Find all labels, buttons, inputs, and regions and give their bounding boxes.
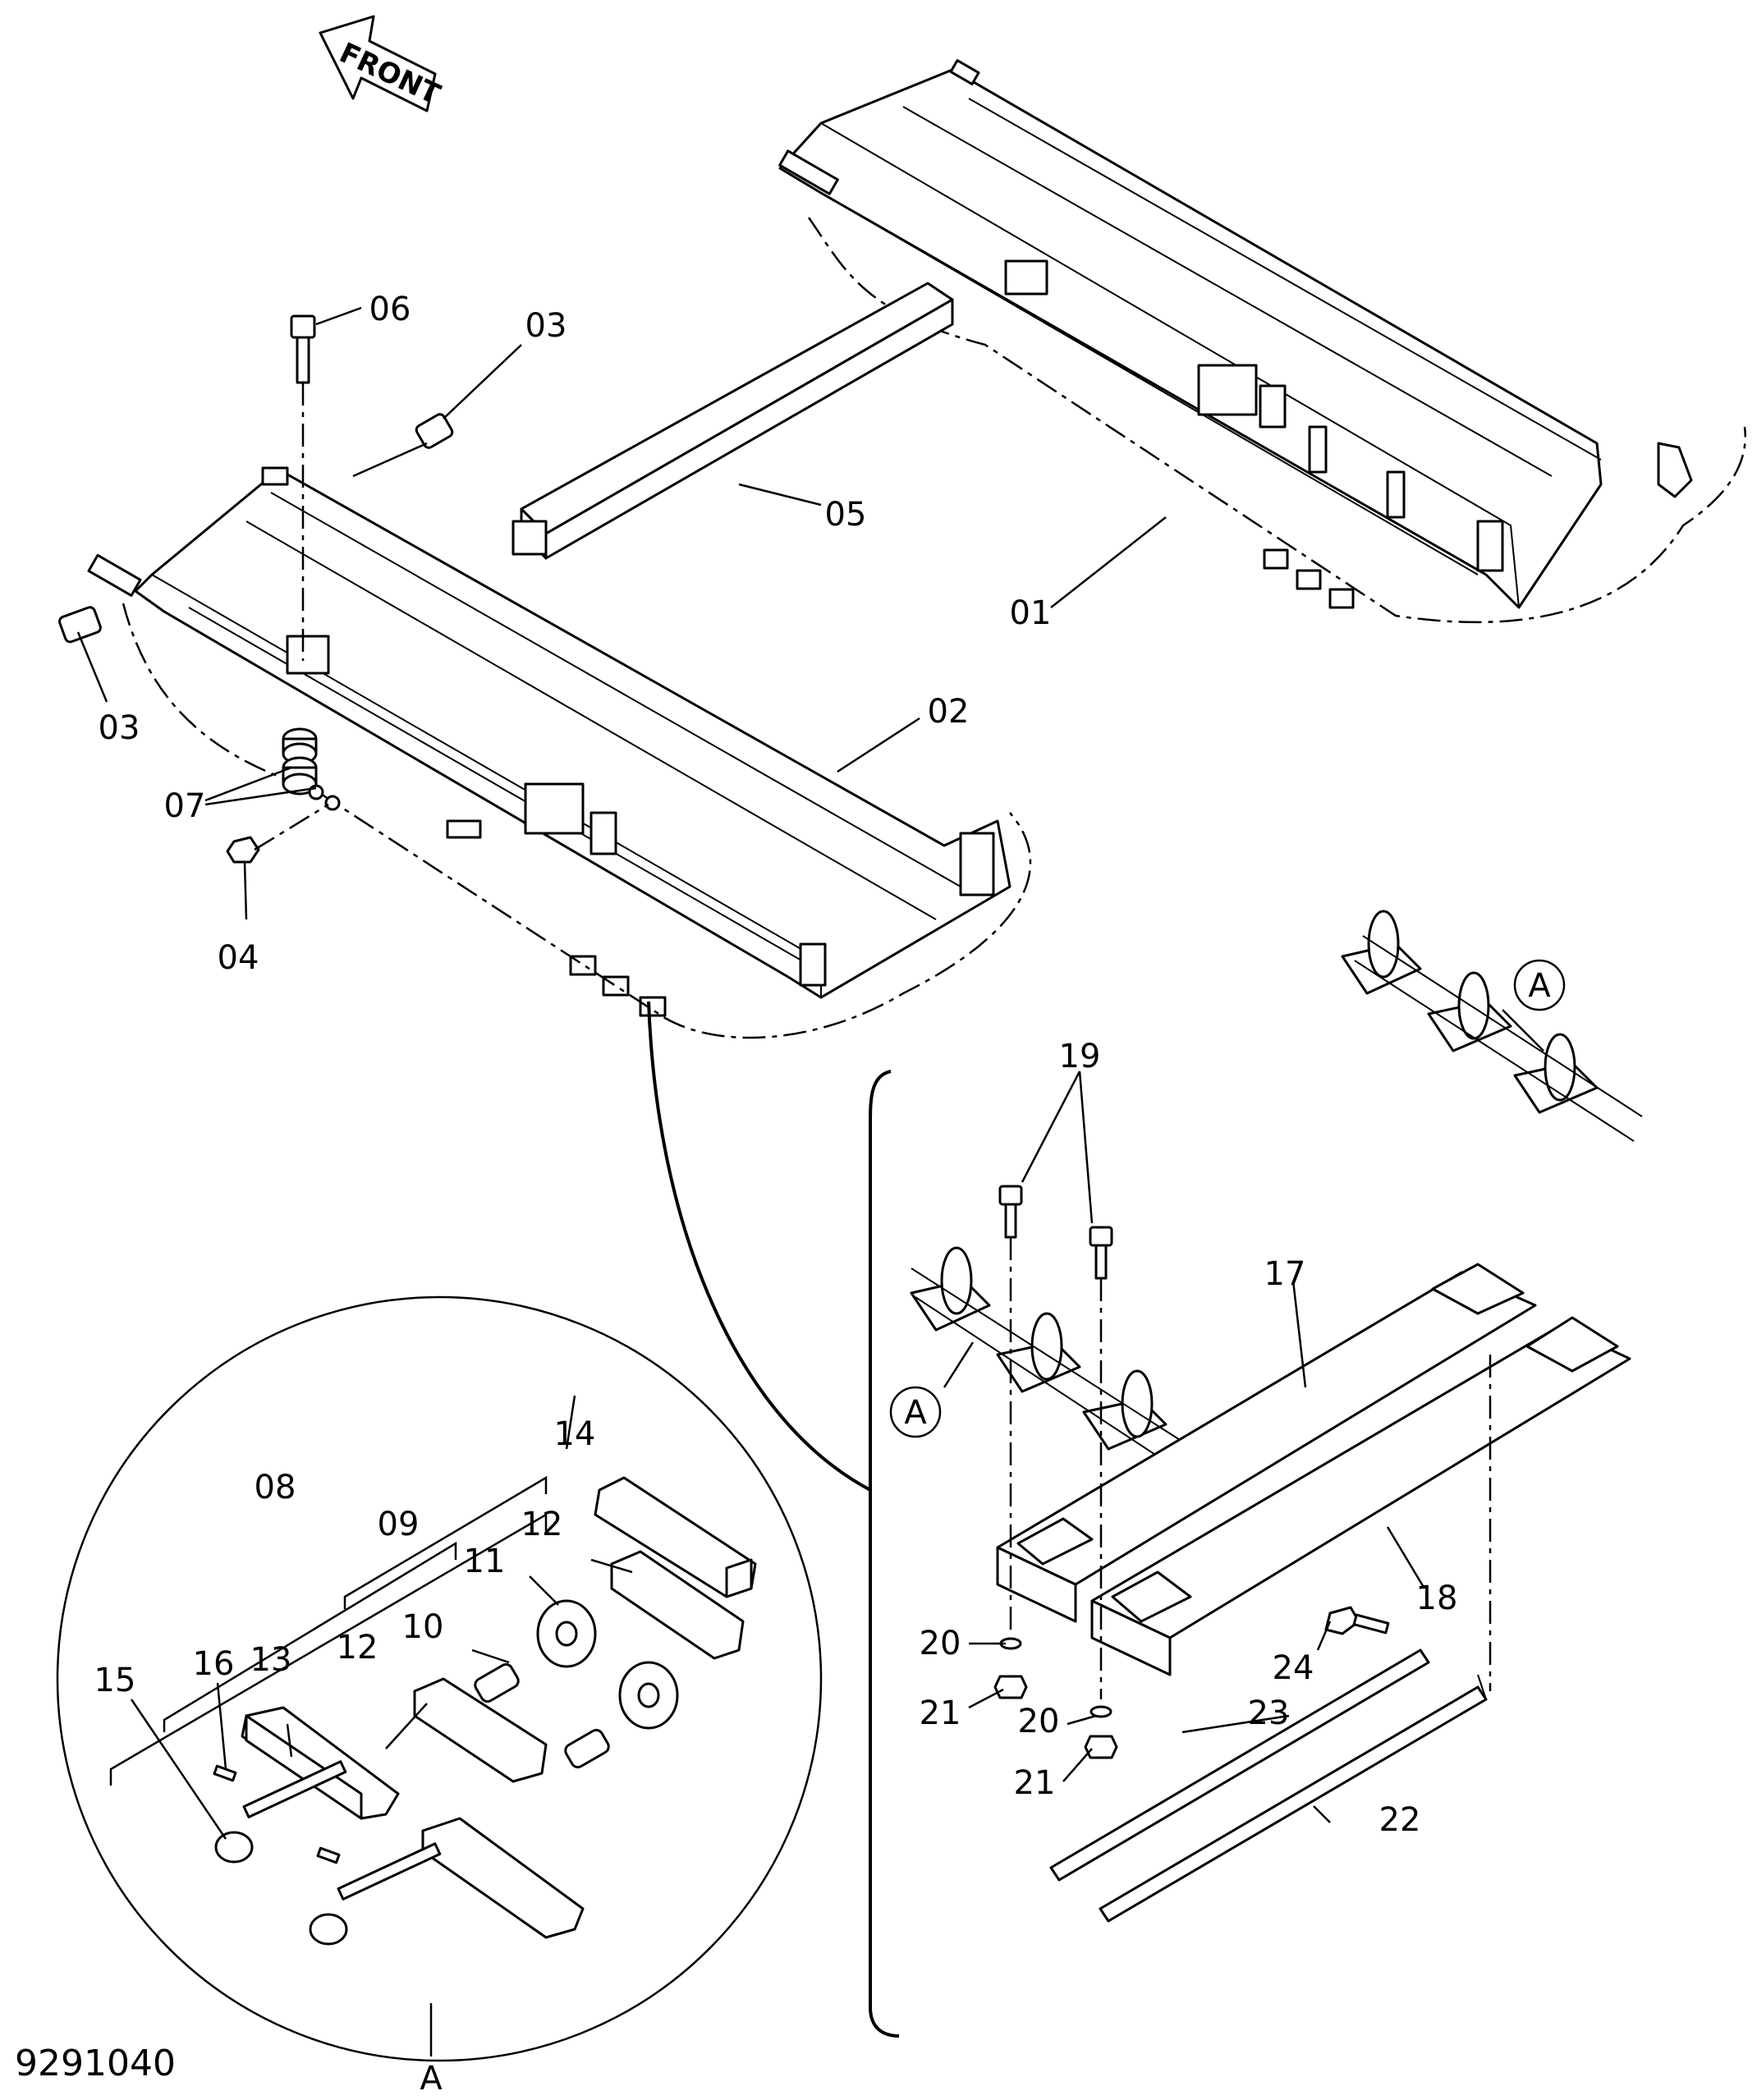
label-13: 13 bbox=[250, 1641, 292, 1679]
label-23: 23 bbox=[1248, 1694, 1290, 1732]
label-05: 05 bbox=[825, 496, 867, 534]
strip-23 bbox=[1049, 1648, 1430, 1882]
nut-21-b bbox=[1084, 1735, 1118, 1759]
label-09: 09 bbox=[378, 1506, 420, 1543]
bolt-19-b bbox=[1089, 1226, 1113, 1699]
washer-20-b bbox=[1090, 1705, 1112, 1718]
detail-circle-label: A bbox=[420, 2060, 443, 2098]
label-03-lower: 03 bbox=[99, 709, 140, 747]
side-frame-left bbox=[87, 466, 1032, 1039]
bolt-06 bbox=[290, 314, 316, 661]
bushing-07 bbox=[282, 727, 341, 811]
bolt-24 bbox=[1324, 1606, 1390, 1635]
label-04: 04 bbox=[218, 939, 259, 977]
strip-22 bbox=[1099, 1674, 1488, 1923]
nut-21-a bbox=[993, 1675, 1028, 1699]
guard-17 bbox=[996, 1263, 1537, 1623]
label-22: 22 bbox=[1379, 1801, 1421, 1839]
label-06: 06 bbox=[369, 291, 411, 328]
detail-ref-top-label: A bbox=[1528, 967, 1551, 1005]
label-16: 16 bbox=[193, 1645, 235, 1683]
label-21-b: 21 bbox=[1014, 1764, 1056, 1802]
drawing-number: 9291040 bbox=[15, 2043, 176, 2084]
label-24: 24 bbox=[1273, 1649, 1314, 1687]
label-12-upper: 12 bbox=[521, 1506, 563, 1543]
detail-a-circle bbox=[56, 1295, 823, 2062]
label-15: 15 bbox=[94, 1662, 136, 1699]
label-19: 19 bbox=[1059, 1038, 1101, 1075]
detail-ref-left: A bbox=[889, 1386, 942, 1438]
label-11: 11 bbox=[464, 1543, 506, 1580]
roller-inset-top bbox=[1341, 910, 1643, 1142]
detail-a-parts bbox=[213, 1476, 757, 1946]
cross-member bbox=[512, 282, 954, 560]
bolt-19-a bbox=[998, 1185, 1023, 1634]
fitting-03-upper bbox=[352, 413, 454, 478]
front-arrow: FRONT bbox=[319, 15, 446, 112]
label-12-lower: 12 bbox=[337, 1629, 378, 1667]
label-02: 02 bbox=[928, 693, 970, 731]
label-18: 18 bbox=[1416, 1580, 1458, 1617]
label-20-a: 20 bbox=[920, 1625, 961, 1662]
fitting-03-lower bbox=[58, 606, 102, 644]
label-21-a: 21 bbox=[920, 1694, 961, 1732]
label-14: 14 bbox=[554, 1415, 596, 1453]
roller-inset-main bbox=[910, 1246, 1208, 1487]
label-07: 07 bbox=[164, 787, 206, 825]
label-20-b: 20 bbox=[1018, 1703, 1060, 1740]
label-10: 10 bbox=[402, 1608, 444, 1646]
label-03-upper: 03 bbox=[525, 307, 567, 345]
nut-04 bbox=[226, 803, 329, 864]
detail-bracket bbox=[869, 1070, 900, 2038]
label-01: 01 bbox=[1010, 594, 1052, 632]
side-frame-right bbox=[778, 59, 1746, 624]
label-08: 08 bbox=[255, 1469, 296, 1506]
detail-ref-top: A bbox=[1513, 959, 1566, 1011]
label-17: 17 bbox=[1264, 1255, 1306, 1293]
detail-ref-left-label: A bbox=[904, 1394, 927, 1432]
guard-18 bbox=[1090, 1316, 1631, 1676]
